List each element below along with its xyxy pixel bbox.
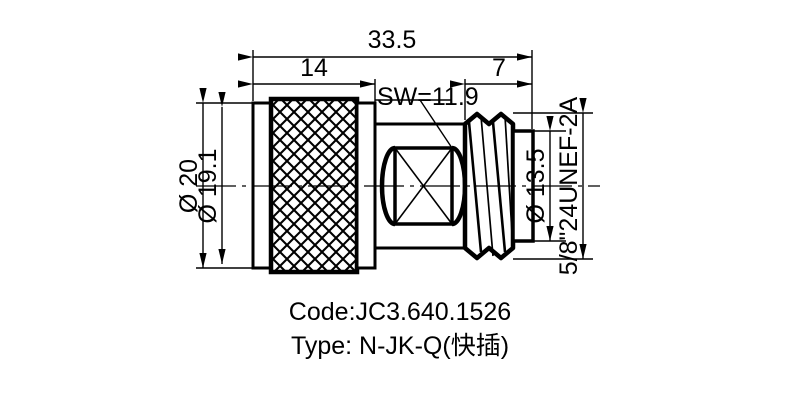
dim-knurl-length: 14 bbox=[300, 54, 328, 82]
sw-leader-line bbox=[419, 99, 453, 149]
dim-thread-minor-diameter: Ø 13.5 bbox=[522, 148, 550, 223]
dim-outer-diameter: Ø 20 bbox=[175, 159, 203, 213]
caption-code-line: Code:JC3.640.1526 bbox=[289, 298, 511, 326]
caption-type-line: Type: N-JK-Q(快插) bbox=[291, 331, 509, 360]
dimension-labels: 33.5 14 7 SW=11.9 Ø 20 Ø 19.1 Ø 13.5 5/8… bbox=[175, 26, 583, 275]
caption-type-prefix: Type: N-JK-Q( bbox=[291, 332, 451, 360]
caption-type-suffix: ) bbox=[501, 332, 509, 360]
dim-thread-spec: 5/8"24UNEF-2A bbox=[555, 96, 583, 275]
dim-across-flats: SW=11.9 bbox=[377, 83, 479, 111]
caption-type-cjk: 快插 bbox=[451, 331, 501, 360]
caption-block: Code:JC3.640.1526 Type: N-JK-Q(快插) bbox=[289, 298, 511, 360]
dim-thread-length: 7 bbox=[492, 54, 506, 82]
dimension-lines bbox=[196, 50, 593, 269]
dim-knurl-diameter: Ø 19.1 bbox=[194, 148, 222, 223]
dim-overall-length: 33.5 bbox=[368, 26, 417, 54]
